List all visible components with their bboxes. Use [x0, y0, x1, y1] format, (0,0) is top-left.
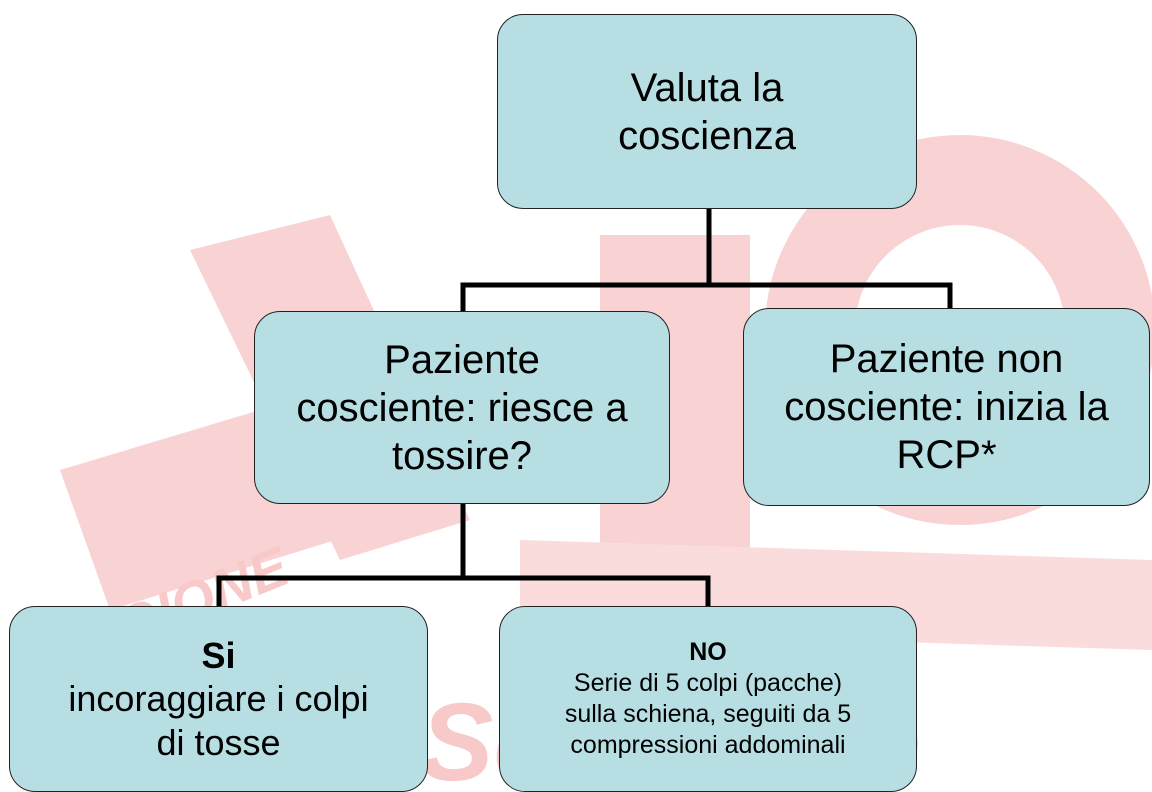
node-paziente-cosciente: Paziente cosciente: riesce a tossire?: [254, 311, 670, 504]
node-paziente-non-cosciente: Paziente non cosciente: inizia la RCP*: [743, 308, 1150, 506]
node-right-line2: cosciente: inizia la: [784, 385, 1109, 429]
node-right-line1: Paziente non: [829, 337, 1064, 381]
node-no-title: NO: [689, 637, 727, 666]
node-valuta-coscienza: Valuta la coscienza: [497, 14, 917, 209]
node-right-line3: RCP*: [896, 433, 997, 477]
node-no-line2: sulla schiena, seguiti da 5: [564, 700, 852, 728]
node-left-line1: Paziente: [384, 337, 540, 382]
node-si-line2: di tosse: [156, 721, 281, 763]
node-no-line3: compressioni addominali: [570, 731, 846, 760]
node-left-line3: tossire?: [391, 433, 533, 478]
node-si-line1: incoraggiare i colpi: [68, 678, 369, 720]
node-si-title: Si: [201, 635, 236, 677]
node-no: NO Serie di 5 colpi (pacche) sulla schie…: [499, 606, 917, 792]
node-root-line2: coscienza: [618, 113, 796, 158]
node-root-line1: Valuta la: [630, 65, 784, 110]
node-no-line1: Serie di 5 colpi (pacche): [573, 668, 843, 697]
node-si: Si incoraggiare i colpi di tosse: [9, 606, 428, 792]
node-left-line2: cosciente: riesce a: [296, 385, 628, 430]
